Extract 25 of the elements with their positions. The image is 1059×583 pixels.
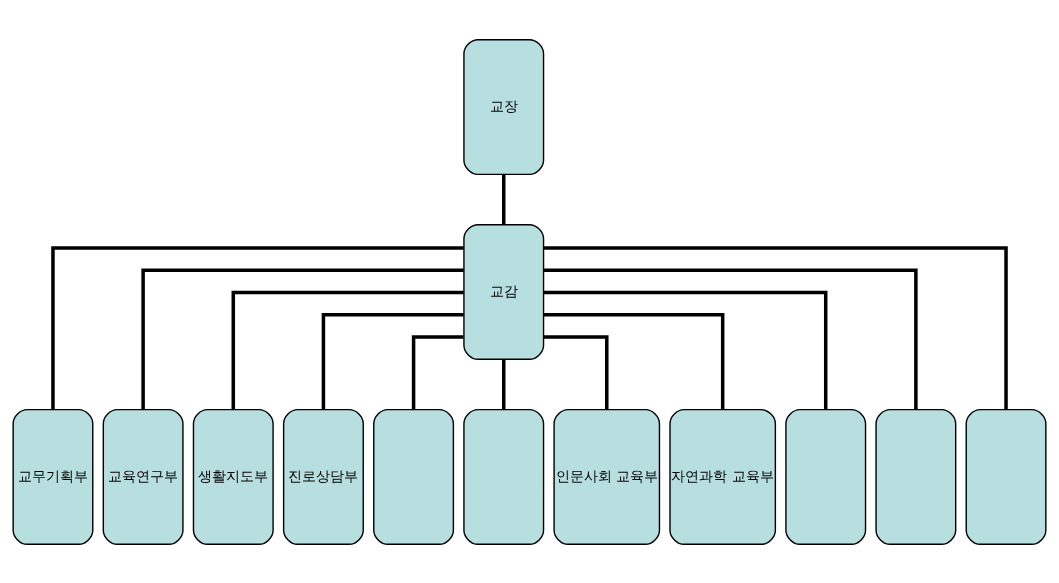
node-box bbox=[373, 408, 455, 545]
node-box: 자연과학 교육부 bbox=[669, 408, 777, 545]
node-box: 생활지도부 bbox=[192, 408, 274, 545]
node-box: 인문사회 교육부 bbox=[553, 408, 661, 545]
connector bbox=[141, 268, 464, 409]
node-box: 진로상담부 bbox=[282, 408, 364, 545]
connector bbox=[231, 290, 464, 409]
connector bbox=[51, 245, 464, 410]
node-box bbox=[785, 408, 867, 545]
node-box bbox=[875, 408, 957, 545]
connector bbox=[543, 334, 609, 409]
connector bbox=[543, 312, 725, 410]
connector bbox=[543, 245, 1008, 410]
connector bbox=[502, 174, 506, 224]
connector bbox=[411, 334, 464, 409]
node-box bbox=[463, 408, 545, 545]
connector bbox=[502, 359, 506, 409]
connector bbox=[543, 268, 918, 409]
node-box: 교감 bbox=[463, 223, 545, 360]
node-box: 교무기획부 bbox=[12, 408, 94, 545]
connector bbox=[321, 312, 464, 410]
node-box: 교육연구부 bbox=[102, 408, 184, 545]
node-box bbox=[965, 408, 1047, 545]
node-box: 교장 bbox=[463, 38, 545, 175]
connector bbox=[543, 290, 828, 409]
